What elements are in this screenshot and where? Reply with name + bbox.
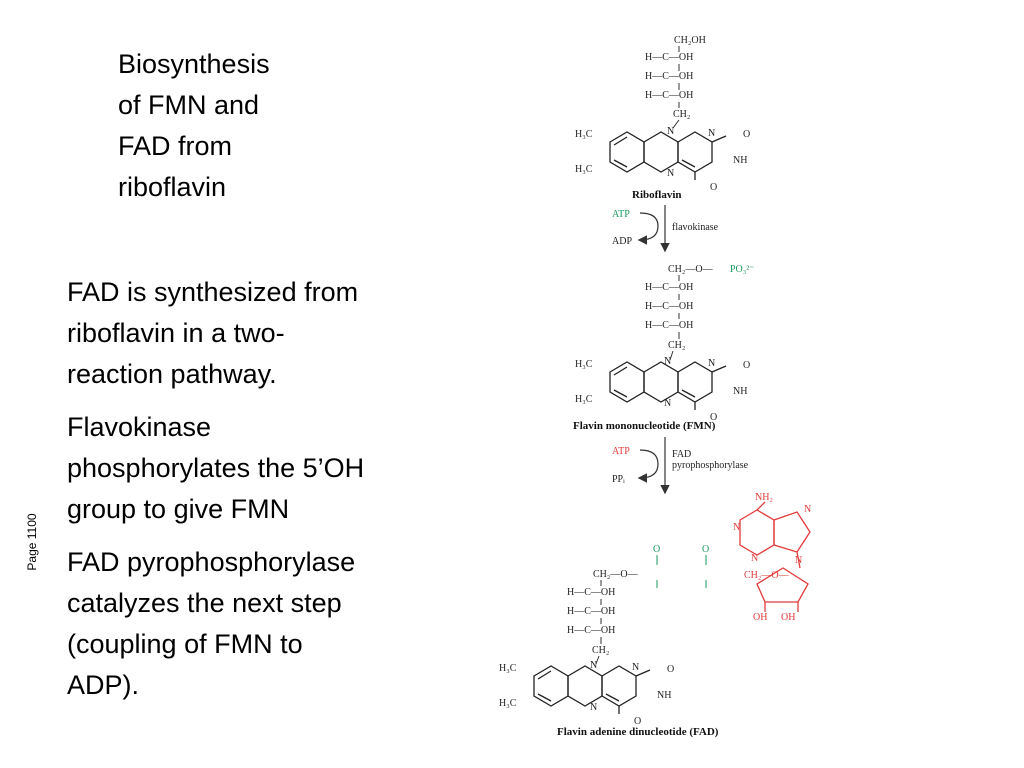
fmn-ring-o2: O [710,412,717,423]
body-text: FAD is synthesized from riboflavin in a … [67,272,462,718]
fmn-ring-nh: NH [733,386,747,397]
step1-flavokinase: ATP ADP flavokinase [612,205,719,253]
adenine-n1: N [733,522,740,533]
riboflavin-caption: Riboflavin [632,189,682,201]
fmn-isoalloxazine-ring [609,361,727,410]
fmn-choh-2: H—C—OH [645,301,693,312]
fmn-structure: CH₂—O— PO₃²⁻ H—C—OH H—C—OH H—C—OH CH₂ H₃… [573,264,755,432]
fad-isoalloxazine-ring [533,665,651,714]
fmn-ch2: CH₂ [668,340,685,351]
step2-enzyme-2: pyrophosphorylase [672,460,749,471]
ribose-oh-1: OH [753,612,767,623]
riboflavin-structure: CH₂OH H—C—OH H—C—OH H—C—OH CH₂ H₃C H₃C N… [575,35,750,201]
chain-ch2: CH₂ [673,109,690,120]
ring-o1: O [743,129,750,140]
fad-ch2: CH₂ [592,645,609,656]
step2-pyrophosphorylase: ATP PPᵢ FAD pyrophosphorylase [612,437,749,495]
chain-choh-1: H—C—OH [645,52,693,63]
fmn-methyl-2: H₃C [575,394,593,405]
ribose-ch2: CH₂—O— [744,570,790,581]
ring-nh: NH [733,155,747,166]
methyl-2: H₃C [575,164,593,175]
fmn-methyl-1: H₃C [575,359,593,370]
fad-ring-nh: NH [657,690,671,701]
ring-n2: N [667,168,674,179]
adenine-n3: N [751,553,758,564]
fmn-caption: Flavin mononucleotide (FMN) [573,420,716,432]
phosphate-o2: O [702,544,709,555]
isoalloxazine-ring [609,131,727,180]
ribityl-chain: CH₂OH H—C—OH H—C—OH H—C—OH CH₂ [645,35,706,129]
paragraph-pyrophosphorylase: FAD pyrophosphorylase catalyzes the next… [67,547,356,700]
step1-enzyme: flavokinase [672,222,719,233]
ring-n3: N [708,128,715,139]
fad-ring-n2: N [590,702,597,713]
fmn-phosphate: PO₃²⁻ [730,264,755,275]
phosphate-o1: O [653,544,660,555]
fmn-ring-o1: O [743,360,750,371]
fmn-choh-1: H—C—OH [645,282,693,293]
fad-ring-o1: O [667,664,674,675]
fad-choh-2: H—C—OH [567,606,615,617]
ribose-oh-2: OH [781,612,795,623]
fmn-ring-n3: N [708,358,715,369]
step2-ppi: PPᵢ [612,474,625,485]
adenine-ring [739,501,811,569]
ring-n1: N [667,126,674,137]
fad-structure: NH₂ N N N N CH₂—O— OH OH O O CH₂—O— H—C—… [499,492,811,738]
fmn-ring-n1: N [664,356,671,367]
fad-methyl-2: H₃C [499,698,517,709]
step1-adp: ADP [612,236,632,247]
fad-choh-1: H—C—OH [567,587,615,598]
fmn-ring-n2: N [664,398,671,409]
ring-o2: O [710,182,717,193]
ribose-ring [756,567,809,612]
fad-ring-o2: O [634,716,641,727]
fmn-choh-3: H—C—OH [645,320,693,331]
paragraph-flavokinase: Flavokinase phosphorylates the 5’OH grou… [67,412,365,524]
fad-caption: Flavin adenine dinucleotide (FAD) [557,726,719,738]
adenine-n9: N [795,555,802,566]
step2-atp: ATP [612,446,630,457]
chain-choh-3: H—C—OH [645,90,693,101]
fad-choh-3: H—C—OH [567,625,615,636]
phosphate-pair [656,555,707,588]
fad-ring-n1: N [590,660,597,671]
fad-chain-top: CH₂—O— [593,569,639,580]
methyl-1: H₃C [575,129,593,140]
chain-ch2oh: CH₂OH [674,35,706,46]
slide-title: Biosynthesis of FMN and FAD from ribofla… [118,49,270,202]
fad-ring-n3: N [632,662,639,673]
step2-enzyme-1: FAD [672,449,691,460]
fad-methyl-1: H₃C [499,663,517,674]
chain-choh-2: H—C—OH [645,71,693,82]
adenine-n7: N [804,504,811,515]
step1-atp: ATP [612,209,630,220]
adenine-nh2: NH₂ [755,492,773,503]
paragraph-pathway: FAD is synthesized from riboflavin in a … [67,277,359,389]
fmn-chain-top: CH₂—O— [668,264,714,275]
